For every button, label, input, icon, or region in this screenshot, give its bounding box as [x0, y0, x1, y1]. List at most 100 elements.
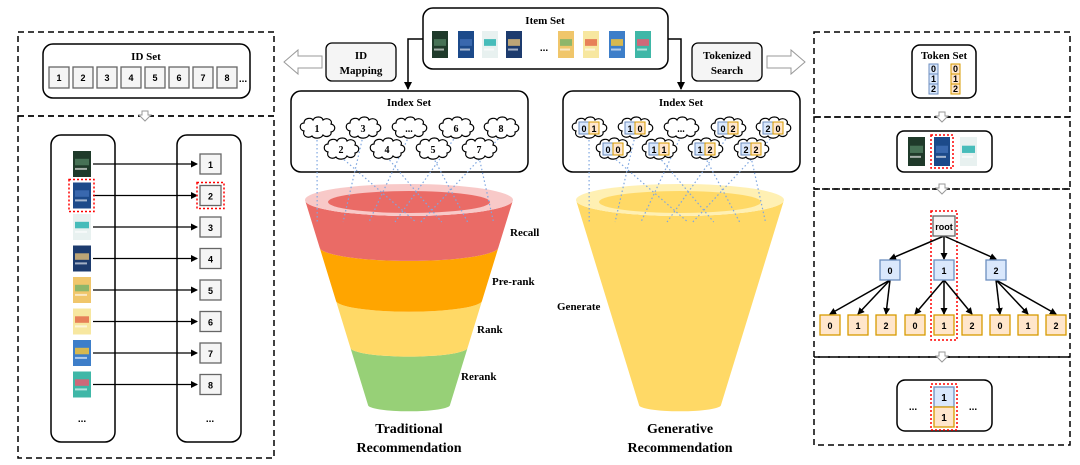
cloud-label: 3 — [361, 124, 366, 135]
book-teal-pattern — [73, 372, 91, 398]
traditional-caption-line1: Traditional — [375, 422, 443, 437]
index-cloud: 4 — [370, 138, 405, 159]
token-orange-label: 2 — [707, 145, 712, 155]
cloud-label: 1 — [315, 124, 320, 135]
book-colorful-rainbow — [558, 31, 574, 58]
generative-caption-line1: Generative — [647, 422, 713, 437]
tree-root-label: root — [935, 222, 953, 232]
book-penguins — [482, 31, 498, 58]
token-orange-label: 1 — [661, 145, 666, 155]
book-art — [75, 316, 89, 323]
token-blue-label: 0 — [581, 124, 586, 134]
token-blue-label: 1 — [627, 124, 632, 134]
token-blue-label: 2 — [743, 145, 748, 155]
token-orange-label: 0 — [637, 124, 642, 134]
book-art — [637, 39, 649, 46]
book-title-line — [75, 199, 87, 201]
right-hollow-arrow-icon — [767, 50, 805, 74]
id-box-label: 4 — [128, 73, 133, 83]
down-arrow-icon — [936, 112, 948, 122]
item-column-ellipsis: ... — [78, 414, 87, 425]
tree-edge — [890, 236, 944, 259]
mapped-id-label: 2 — [208, 192, 213, 202]
traditional-caption-line2: Recommendation — [357, 441, 462, 456]
selected-item-books — [908, 137, 977, 166]
tree-level1-label: 1 — [941, 266, 946, 276]
id-box-label: 1 — [56, 73, 61, 83]
token-set-blue-label: 0 — [931, 64, 936, 74]
book-title-line — [75, 168, 87, 170]
book-art — [75, 253, 89, 259]
book-dark-green — [432, 31, 448, 58]
book-title-line — [585, 49, 595, 51]
book-art — [75, 348, 89, 355]
down-arrow-icon — [936, 184, 948, 194]
mapped-id-label: 4 — [208, 255, 213, 265]
tree-edge — [830, 280, 890, 314]
tree-level2-label: 2 — [883, 321, 888, 331]
book-art — [75, 159, 89, 166]
tree-level2-label: 0 — [997, 321, 1002, 331]
id-mapping-button-group[interactable]: ID Mapping — [284, 43, 396, 81]
book-kids-icons — [583, 31, 599, 58]
id-box-label: 7 — [200, 73, 205, 83]
tree-level2-label: 1 — [855, 321, 860, 331]
book-blue — [934, 137, 950, 166]
book-penguins — [73, 214, 91, 240]
token-orange-label: 2 — [730, 124, 735, 134]
item-set-ellipsis: ... — [540, 43, 549, 54]
tokenized-search-label-line2: Search — [711, 65, 743, 77]
index-cloud: 5 — [416, 138, 451, 159]
book-art — [75, 379, 89, 386]
id-column-ellipsis: ... — [206, 414, 215, 425]
book-navy-statue — [73, 246, 91, 272]
index-cloud: 6 — [439, 117, 474, 138]
book-art — [75, 285, 89, 292]
id-box-label: 2 — [80, 73, 85, 83]
cloud-label: 4 — [385, 145, 390, 156]
traditional-index-set-title: Index Set — [387, 97, 432, 109]
token-blue-label: 0 — [720, 124, 725, 134]
book-title-line — [75, 294, 87, 296]
index-cloud: 3 — [346, 117, 381, 138]
stage-label-rank: Rank — [477, 324, 504, 336]
id-box-label: 8 — [224, 73, 229, 83]
tree-edge — [996, 280, 1000, 314]
book-art — [910, 146, 923, 153]
funnel-band-rerank — [350, 348, 467, 412]
tree-edge — [858, 280, 890, 314]
book-title-line — [460, 49, 470, 51]
book-dark-green — [908, 137, 925, 166]
tree-level2-label: 2 — [969, 321, 974, 331]
book-title-line — [962, 156, 973, 158]
stage-label-prerank: Pre-rank — [492, 276, 535, 288]
book-snail — [609, 31, 625, 58]
funnel-band-generate — [576, 200, 784, 411]
cloud-label: 5 — [431, 145, 436, 156]
book-title-line — [75, 388, 87, 390]
book-title-line — [75, 231, 87, 233]
cloud-label: ... — [677, 124, 685, 135]
mapped-id-label: 8 — [208, 381, 213, 391]
book-dark-green — [73, 151, 91, 177]
token-orange-label: 0 — [615, 145, 620, 155]
id-box-label: 5 — [152, 73, 157, 83]
book-title-line — [637, 49, 647, 51]
mapped-id-label: 6 — [208, 318, 213, 328]
book-art — [611, 39, 623, 46]
book-art — [962, 146, 975, 153]
generative-index-set-title: Index Set — [659, 97, 704, 109]
result-orange-token-text: 1 — [941, 413, 947, 424]
tree-edge — [886, 280, 890, 314]
tokenized-search-button-group[interactable]: Tokenized Search — [692, 43, 805, 81]
book-colorful-rainbow — [73, 277, 91, 303]
token-set-orange-label: 2 — [953, 84, 958, 94]
